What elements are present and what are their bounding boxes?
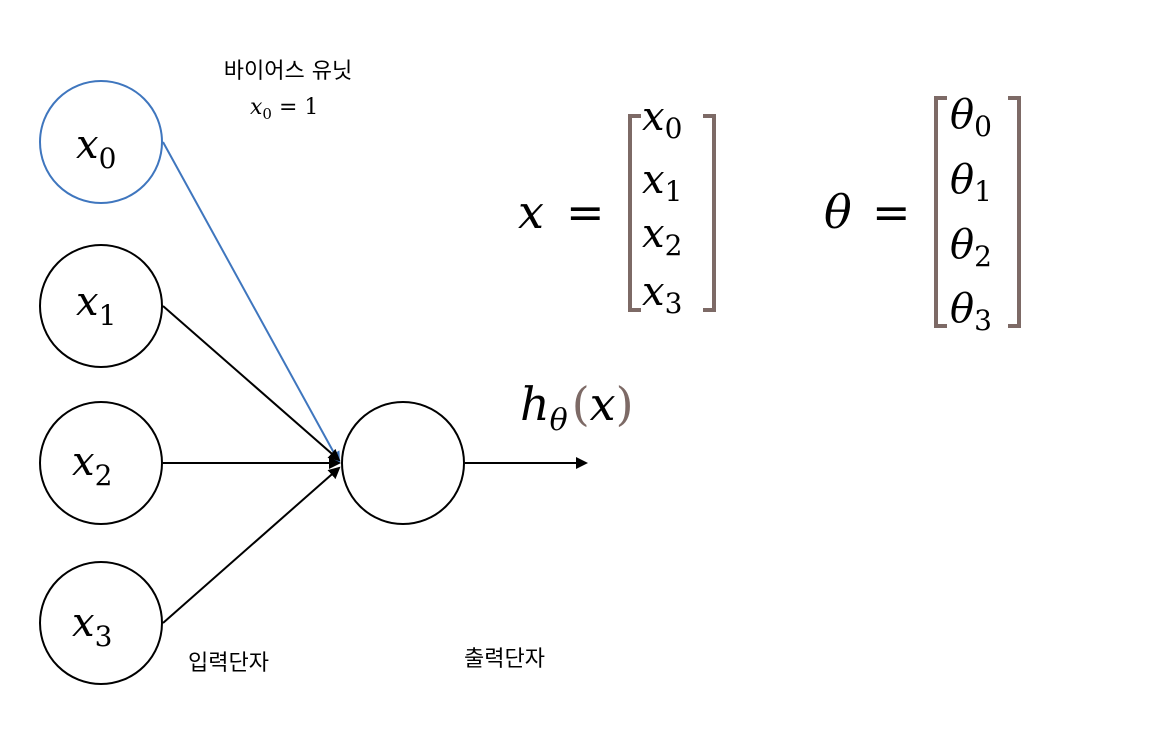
theta-vector-entry-1: θ1 (950, 157, 992, 208)
input-node-x0-label: x0 (76, 122, 116, 175)
input-node-x1-circle (39, 244, 163, 368)
bias-unit-title: 바이어스 유닛 (224, 59, 352, 84)
theta-vector-entry-3: θ3 (950, 286, 992, 337)
input-node-x0-circle (39, 80, 163, 204)
edge-x3-to-output (162, 466, 341, 624)
input-node-x2: x2 (39, 401, 163, 525)
edge-x1-to-output (162, 305, 341, 462)
input-layer-label: 입력단자 (188, 651, 269, 676)
theta-vector-left-bracket (934, 96, 947, 328)
input-node-x1-label: x1 (76, 279, 116, 332)
hypothesis-label: hθ(x) (520, 377, 634, 438)
input-node-x3-circle (39, 561, 163, 685)
output-node (341, 401, 465, 525)
input-node-x0: x0 (39, 80, 163, 204)
bias-unit-equation: x0 = 1 (250, 95, 318, 123)
input-node-x3-label: x3 (72, 600, 112, 653)
x-vector: x = x0 x1 x2 x3 (518, 94, 716, 320)
theta-vector-equals: = (872, 185, 911, 239)
input-node-x2-label: x2 (72, 439, 112, 492)
x-vector-right-bracket (703, 114, 716, 312)
output-layer-label: 출력단자 (464, 647, 545, 672)
edge-x0-to-output (162, 141, 340, 464)
input-node-x2-circle (39, 401, 163, 525)
x-vector-entry-3: x3 (642, 269, 682, 320)
x-vector-entry-0: x0 (642, 94, 682, 145)
x-vector-entry-2: x2 (642, 211, 682, 262)
theta-vector: θ = θ0 θ1 θ2 θ3 (824, 92, 1021, 337)
theta-vector-name: θ (824, 185, 852, 239)
theta-vector-right-bracket (1008, 96, 1021, 328)
x-vector-left-bracket (628, 114, 641, 312)
x-vector-name: x (518, 185, 544, 239)
input-node-x1: x1 (39, 244, 163, 368)
x-vector-entry-1: x1 (642, 157, 682, 208)
input-node-x3: x3 (39, 561, 163, 685)
theta-vector-entry-0: θ0 (950, 92, 992, 143)
theta-vector-entry-2: θ2 (950, 222, 992, 273)
bias-unit-label: 바이어스 유닛 x0 = 1 (224, 59, 352, 123)
x-vector-equals: = (566, 185, 605, 239)
